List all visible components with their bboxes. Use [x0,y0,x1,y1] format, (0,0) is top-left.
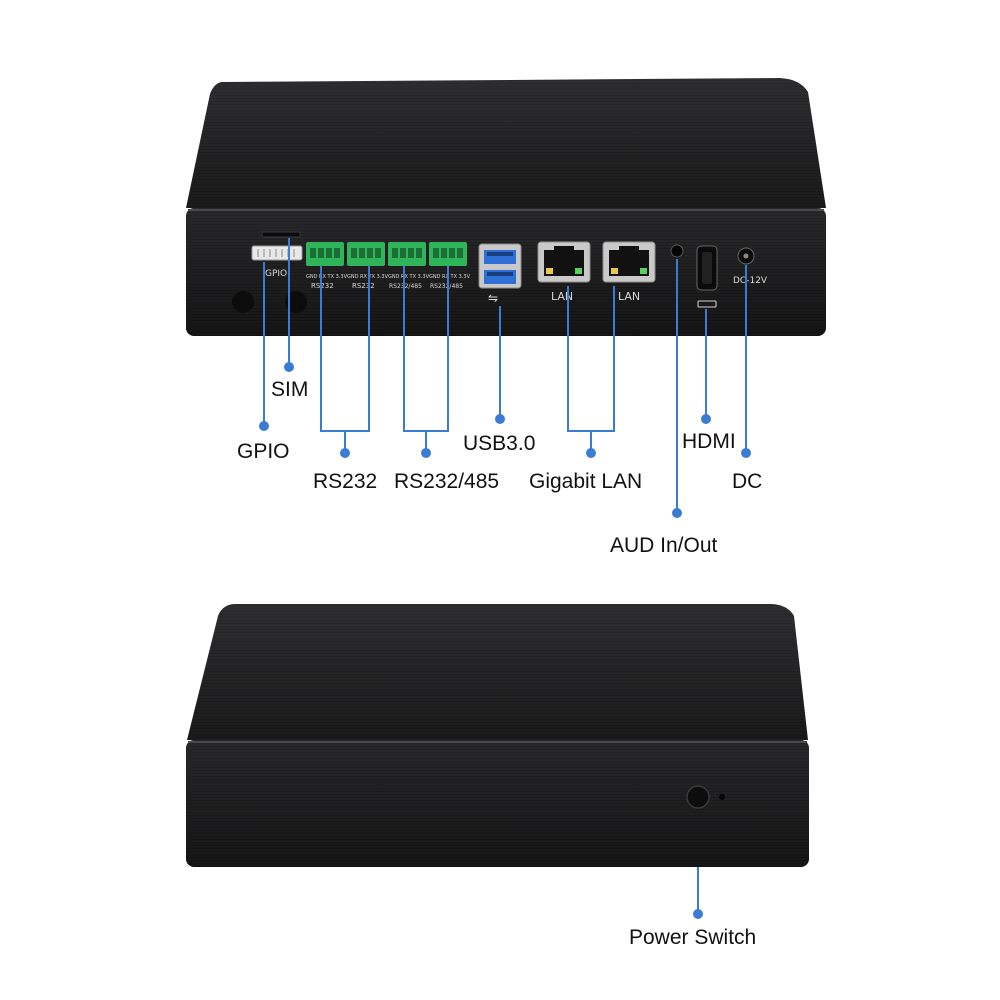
lan-marking: LAN [551,290,573,303]
gpio-marking: GPIO [265,269,287,279]
callout-dot [701,414,711,424]
hdmi-icon [697,300,717,308]
callout-dot [495,414,505,424]
audio-jack [670,244,684,258]
rubber-foot [232,291,254,313]
device-rear-view: GPIO GND RX TX 3.3V GND RX TX 3.3V GND R… [186,78,826,336]
power-button[interactable] [686,785,710,809]
lan-port [537,241,591,283]
rs485-marking: RS232/485 [389,283,422,290]
callout-rs232: RS232 [313,470,378,493]
callout-dot [284,362,294,372]
usb3-port [478,243,522,289]
rs232-marking: RS232 [352,282,375,290]
callout-lines [263,238,747,913]
callout-dot [259,421,269,431]
terminal-block [347,242,385,266]
sim-slot [261,231,301,238]
callout-gpio: GPIO [237,440,290,463]
callout-hdmi: HDMI [682,430,736,453]
terminal-block [388,242,426,266]
callout-usb30: USB3.0 [463,432,536,455]
callout-sim: SIM [271,378,309,401]
pin-marking: GND RX TX 3.3V [388,274,430,280]
pin-marking: GND RX TX 3.3V [306,274,348,280]
callout-dot [693,909,703,919]
callout-dot [672,508,682,518]
hdmi-port [696,245,718,291]
pin-marking: GND RX TX 3.3V [347,274,389,280]
lan-port [602,241,656,283]
lan-marking: LAN [618,290,640,303]
pin-marking: GND RX TX 3.3V [429,274,471,280]
callout-aud-in-out: AUD In/Out [610,534,718,557]
callout-gigabit-lan: Gigabit LAN [529,470,643,493]
callout-dots [259,362,751,919]
callout-dot [741,448,751,458]
rubber-foot [285,291,307,313]
callout-power-switch: Power Switch [629,926,757,949]
callout-dot [421,448,431,458]
callout-dot [340,448,350,458]
usb-icon: ⇋ [488,291,498,305]
callout-dc: DC [732,470,763,493]
rs232-marking: RS232 [311,282,334,290]
device-front-view [186,604,809,867]
rs485-marking: RS232/485 [430,283,463,290]
terminal-block [429,242,467,266]
dc-marking: DC-12V [733,276,768,286]
callout-rs232-485: RS232/485 [394,470,500,493]
terminal-block [306,242,344,266]
power-led [719,794,725,800]
callout-dot [586,448,596,458]
